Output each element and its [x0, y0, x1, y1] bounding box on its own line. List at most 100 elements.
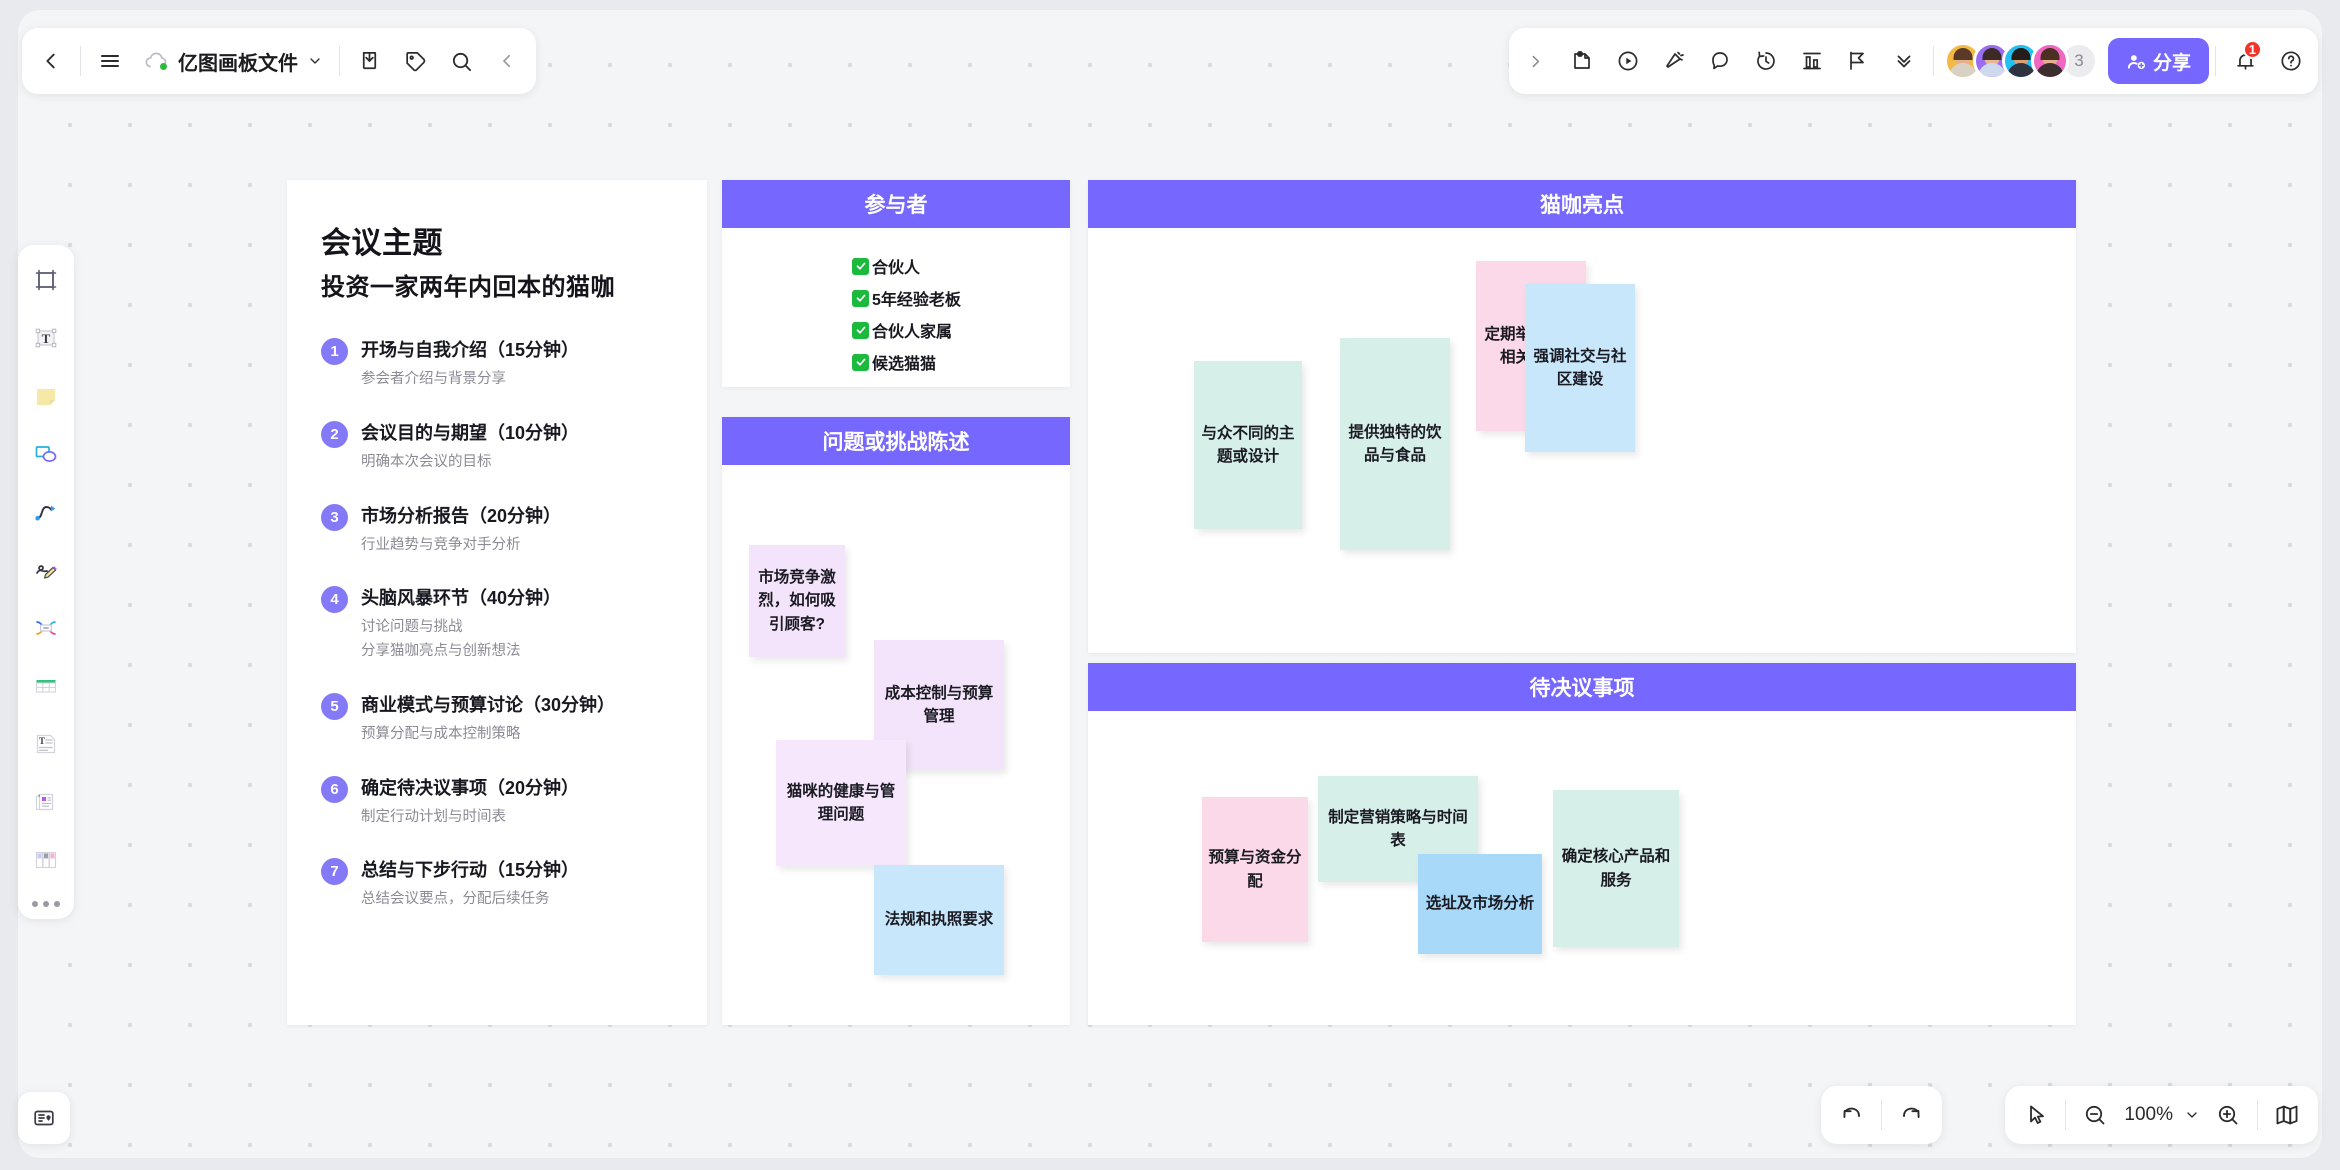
- redo-button[interactable]: [1888, 1093, 1934, 1137]
- decisions-card[interactable]: 待决议事项 预算与资金分配制定营销策略与时间表选址及市场分析确定核心产品和服务: [1088, 663, 2076, 1025]
- agenda-item-desc: 明确本次会议的目标: [361, 453, 492, 470]
- connector-tool[interactable]: [25, 491, 67, 533]
- zoom-in-icon: [2218, 1105, 2238, 1125]
- sticky-note-text: 猫咪的健康与管理问题: [786, 782, 896, 823]
- highlights-card[interactable]: 猫咖亮点 与众不同的主题或设计提供独特的饮品与食品定期举办猫咪相关活动强调社交与…: [1088, 180, 2076, 653]
- sticky-note[interactable]: 猫咪的健康与管理问题: [776, 740, 906, 866]
- agenda-item-desc: 参会者介绍与背景分享: [361, 371, 506, 387]
- participant-label: 合伙人家属: [872, 324, 953, 341]
- sticky-note[interactable]: 市场竞争激烈，如何吸引顾客?: [749, 545, 845, 657]
- avatar[interactable]: [2030, 42, 2069, 80]
- top-left-toolbar: 亿图画板文件: [22, 28, 536, 94]
- challenges-card[interactable]: 问题或挑战陈述 市场竞争激烈，如何吸引顾客?成本控制与预算管理猫咪的健康与管理问…: [722, 417, 1070, 1025]
- zoom-level-label[interactable]: 100%: [2124, 1104, 2173, 1125]
- zoom-out-button[interactable]: [2072, 1093, 2118, 1137]
- back-button[interactable]: [28, 36, 74, 86]
- participant-item[interactable]: 合伙人: [852, 254, 1070, 278]
- text-tool[interactable]: T: [25, 317, 67, 359]
- sticky-note[interactable]: 预算与资金分配: [1202, 797, 1308, 942]
- agenda-item-body: 商业模式与预算讨论（30分钟）预算分配与成本控制策略: [361, 691, 615, 746]
- sticky-note[interactable]: 强调社交与社区建设: [1525, 284, 1635, 452]
- collapse-toolbar-button[interactable]: [484, 36, 530, 86]
- comment-bubble-icon[interactable]: [1697, 36, 1743, 86]
- agenda-item-title: 确定待决议事项（20分钟）: [361, 777, 580, 798]
- minimap-button[interactable]: [2264, 1093, 2310, 1137]
- vote-flag-icon[interactable]: [1835, 36, 1881, 86]
- avatar-body: [2035, 63, 2064, 77]
- kanban-tool[interactable]: [25, 839, 67, 881]
- share-button[interactable]: 分享: [2107, 38, 2209, 84]
- agenda-item-title: 会议目的与期望（10分钟）: [361, 422, 580, 443]
- sticky-note-text: 强调社交与社区建设: [1533, 347, 1627, 388]
- zoom-dropdown-button[interactable]: [2179, 1093, 2205, 1137]
- tag-button[interactable]: [392, 36, 438, 86]
- document-tool[interactable]: T: [25, 723, 67, 765]
- participant-item[interactable]: 候选猫猫: [852, 350, 1070, 374]
- sticky-note[interactable]: 与众不同的主题或设计: [1194, 361, 1302, 529]
- sticky-note-tool[interactable]: [25, 375, 67, 417]
- locate-frame-button[interactable]: [18, 1092, 70, 1144]
- present-play-icon[interactable]: [1605, 36, 1651, 86]
- search-button[interactable]: [438, 36, 484, 86]
- agenda-title: 会议主题: [321, 227, 443, 260]
- participant-item[interactable]: 合伙人家属: [852, 318, 1070, 342]
- cursor-tool-button[interactable]: [2013, 1093, 2059, 1137]
- challenges-notes-area: 市场竞争激烈，如何吸引顾客?成本控制与预算管理猫咪的健康与管理问题法规和执照要求: [722, 465, 1070, 1025]
- agenda-item[interactable]: 7 总结与下步行动（15分钟）总结会议要点，分配后续任务: [321, 856, 673, 911]
- collaborator-avatars[interactable]: 3: [1940, 42, 2098, 80]
- agenda-item-number: 4: [321, 586, 348, 614]
- menu-button[interactable]: [87, 36, 133, 86]
- sticky-note-text: 确定核心产品和服务: [1561, 848, 1671, 889]
- toolbar-divider: [1881, 1100, 1882, 1130]
- mindmap-tool[interactable]: [25, 607, 67, 649]
- frame-tool[interactable]: [25, 259, 67, 301]
- timer-icon[interactable]: [1743, 36, 1789, 86]
- chart-icon[interactable]: [1789, 36, 1835, 86]
- template-tool[interactable]: [25, 781, 67, 823]
- help-question-icon: [2281, 51, 2301, 71]
- file-name-chip[interactable]: 亿图画板文件: [133, 36, 333, 86]
- notifications-button[interactable]: 1: [2222, 36, 2268, 86]
- left-tool-rail: T T: [18, 245, 74, 919]
- more-dots-icon[interactable]: [32, 897, 60, 909]
- sticky-note[interactable]: 提供独特的饮品与食品: [1340, 338, 1450, 550]
- toolbar-divider: [339, 46, 340, 76]
- sticky-note[interactable]: 选址及市场分析: [1418, 854, 1542, 954]
- avatar-body: [1977, 63, 2006, 77]
- help-button[interactable]: [2268, 36, 2314, 86]
- participant-item[interactable]: 5年经验老板: [852, 286, 1070, 310]
- avatar-hair: [2011, 48, 2031, 60]
- undo-button[interactable]: [1829, 1093, 1875, 1137]
- highlights-header: 猫咖亮点: [1088, 180, 2076, 228]
- agenda-item-body: 会议目的与期望（10分钟） 明确本次会议的目标: [361, 419, 579, 474]
- avatar-body: [1948, 63, 1977, 77]
- avatar-overflow-count[interactable]: 3: [2059, 42, 2098, 80]
- sticky-note-tool-icon[interactable]: [1559, 36, 1605, 86]
- sticky-note[interactable]: 确定核心产品和服务: [1553, 790, 1679, 947]
- avatar[interactable]: [1943, 42, 1982, 80]
- zoom-out-icon: [2086, 1105, 2105, 1125]
- shape-tool[interactable]: [25, 433, 67, 475]
- notification-badge: 1: [2242, 40, 2262, 59]
- chevron-down-icon[interactable]: [307, 53, 323, 69]
- pen-tool[interactable]: [25, 549, 67, 591]
- agenda-item-body: 总结与下步行动（15分钟）总结会议要点，分配后续任务: [361, 856, 579, 911]
- export-button[interactable]: [346, 36, 392, 86]
- agenda-item-number: 7: [321, 858, 348, 886]
- table-tool[interactable]: [25, 665, 67, 707]
- toolbar-divider: [2065, 1100, 2067, 1130]
- agenda-subtitle: 投资一家两年内回本的猫咖: [321, 274, 615, 301]
- expand-tools-button[interactable]: [1513, 36, 1559, 86]
- zoom-in-button[interactable]: [2205, 1093, 2251, 1137]
- announce-megaphone-icon[interactable]: [1651, 36, 1697, 86]
- more-chevrons-icon[interactable]: [1881, 36, 1927, 86]
- sticky-note[interactable]: 法规和执照要求: [874, 865, 1004, 975]
